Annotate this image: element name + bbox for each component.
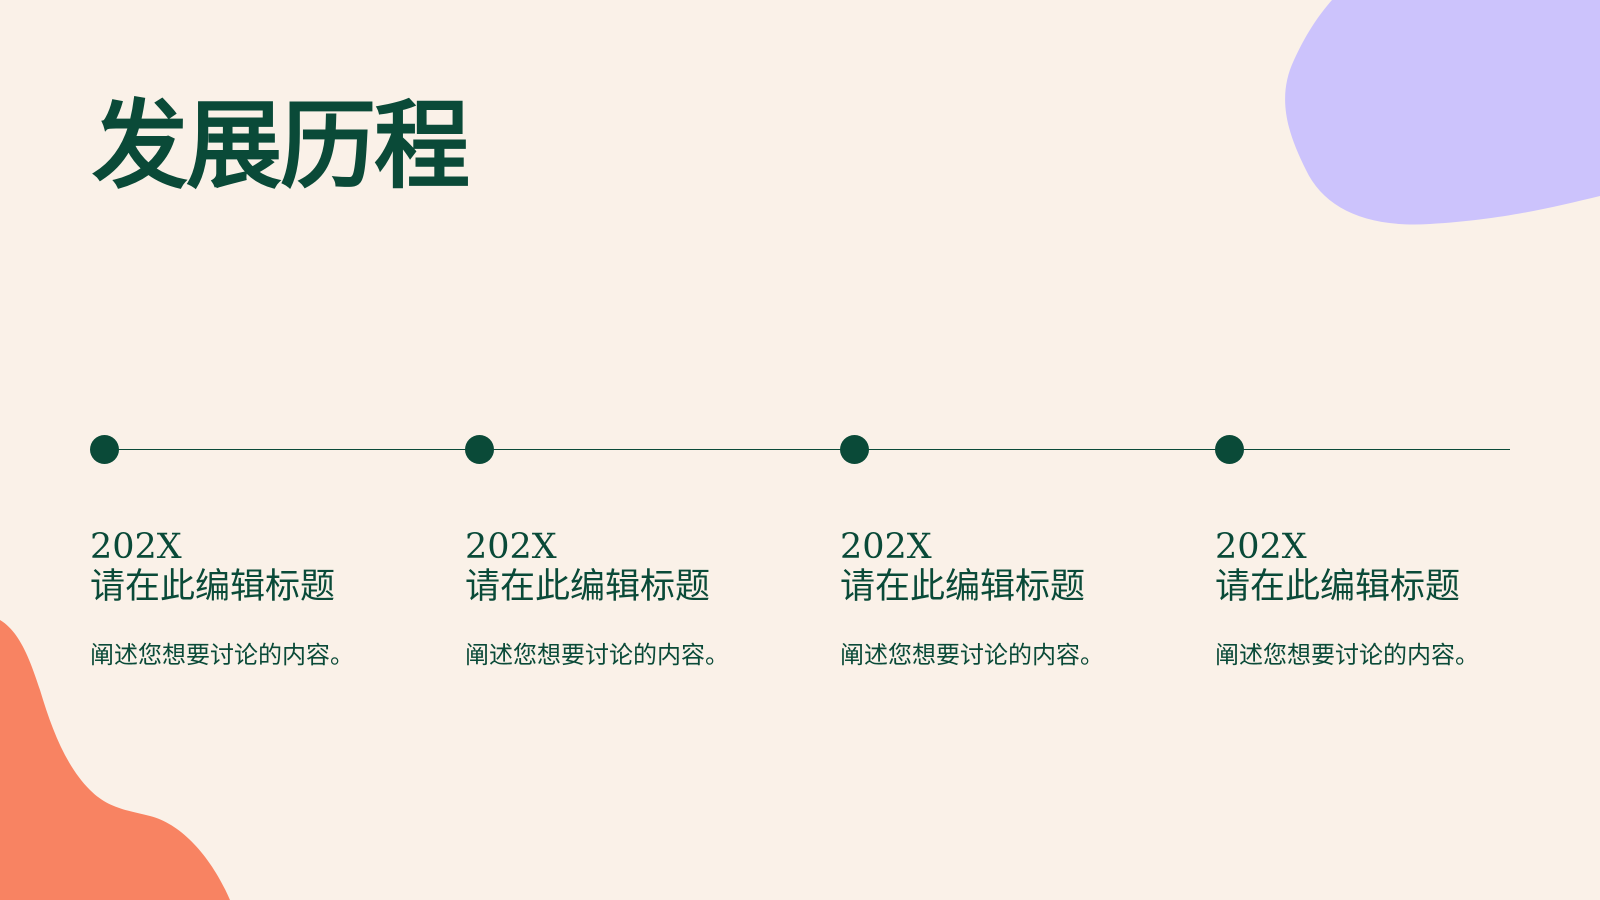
orange-blob-shape [0,620,230,900]
milestone-year: 202X [90,527,182,567]
milestone-year: 202X [1215,527,1307,567]
milestone-year: 202X [465,527,557,567]
milestone-dot [1215,435,1244,464]
milestone-description: 阐述您想要讨论的内容。 [1215,641,1479,669]
milestone-heading: 请在此编辑标题 [1215,567,1461,607]
milestone-year: 202X [840,527,932,567]
purple-blob-shape [1285,0,1600,225]
milestone-heading: 请在此编辑标题 [465,567,711,607]
timeline-line [104,449,1510,450]
milestone-dot [840,435,869,464]
milestone-heading: 请在此编辑标题 [90,567,336,607]
timeline-milestone: 202X 请在此编辑标题 阐述您想要讨论的内容。 [1215,0,1555,900]
timeline-milestone: 202X 请在此编辑标题 阐述您想要讨论的内容。 [465,0,805,900]
milestone-heading: 请在此编辑标题 [840,567,1086,607]
milestone-description: 阐述您想要讨论的内容。 [840,641,1104,669]
milestone-description: 阐述您想要讨论的内容。 [465,641,729,669]
timeline-milestone: 202X 请在此编辑标题 阐述您想要讨论的内容。 [840,0,1180,900]
milestone-description: 阐述您想要讨论的内容。 [90,641,354,669]
page-title: 发展历程 [92,89,470,202]
milestone-dot [465,435,494,464]
milestone-dot [90,435,119,464]
timeline-milestone: 202X 请在此编辑标题 阐述您想要讨论的内容。 [90,0,430,900]
